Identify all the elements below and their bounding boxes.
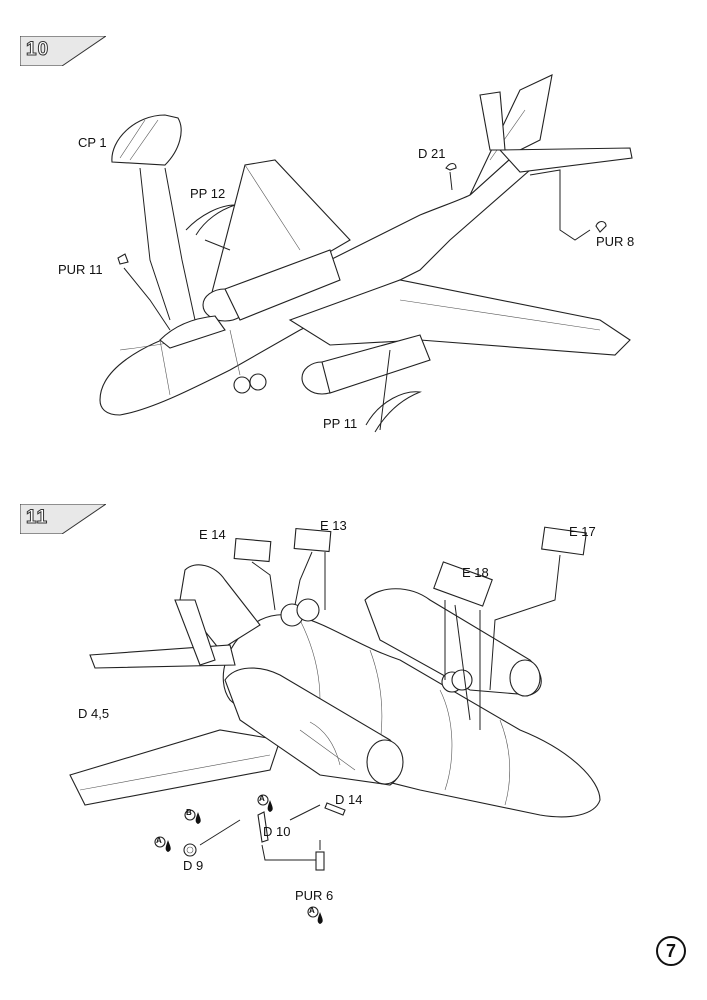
label-pp12: PP 12: [190, 186, 226, 201]
step-number: 11: [25, 507, 49, 529]
label-pur11: PUR 11: [58, 262, 103, 277]
label-e14: E 14: [199, 527, 226, 542]
label-e17: E 17: [569, 524, 596, 539]
label-pur6: PUR 6: [295, 888, 334, 903]
paint-code-a: A: [259, 794, 265, 803]
label-pp11: PP 11: [323, 416, 358, 431]
paint-code-b: B: [186, 808, 192, 817]
label-d45: D 4,5: [78, 706, 110, 721]
label-d21: D 21: [418, 146, 446, 161]
label-pur8: PUR 8: [596, 234, 635, 249]
step-number: 10: [25, 39, 50, 61]
label-cp1: CP 1: [78, 135, 107, 150]
step-badge-shape: [20, 504, 106, 534]
label-d10: D 10: [263, 824, 291, 839]
step-11-badge: 11: [20, 504, 106, 534]
label-e18: E 18: [462, 565, 489, 580]
label-d9: D 9: [183, 858, 204, 873]
label-d14: D 14: [335, 792, 363, 807]
step-badge-shape: [20, 36, 106, 66]
paint-code-a: A: [309, 906, 315, 915]
page-number: 7: [656, 936, 686, 966]
step-10-badge: 10: [20, 36, 106, 66]
label-e13: E 13: [320, 518, 347, 533]
paint-code-a: A: [156, 836, 162, 845]
